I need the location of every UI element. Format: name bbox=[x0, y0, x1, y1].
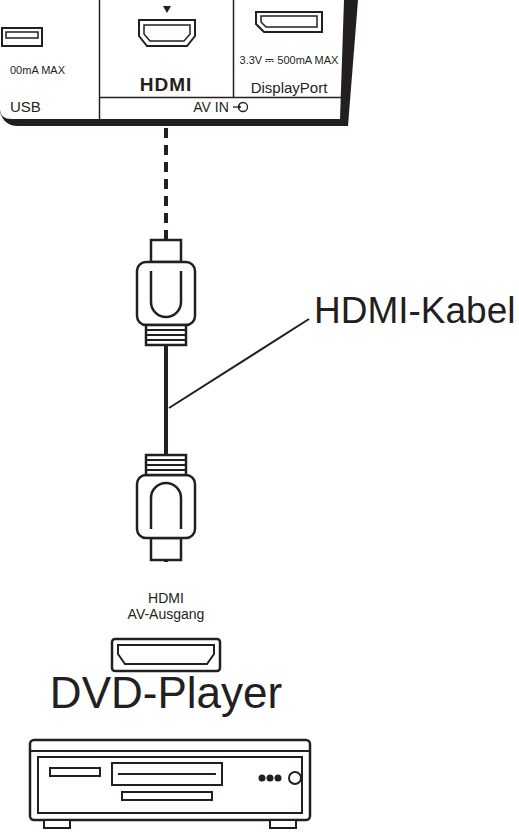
hdmi-plug bbox=[137, 240, 195, 345]
node-text: 3.3V ⎓ 500mA MAX bbox=[240, 54, 339, 67]
node-text: DVD-Player bbox=[50, 668, 282, 719]
dvd-player bbox=[30, 740, 310, 828]
input-band: AV IN bbox=[100, 99, 342, 115]
node-text: USB bbox=[10, 98, 41, 115]
port-cell: 3.3V ⎓ 500mA MAX DisplayPort bbox=[236, 54, 342, 96]
port-cell: HDMI bbox=[102, 74, 230, 96]
terminal-panel bbox=[0, 0, 358, 126]
output-port-label: HDMI AV-Ausgang bbox=[116, 590, 216, 622]
hdmi-plug bbox=[137, 455, 195, 560]
usb-port bbox=[2, 28, 42, 46]
node-text: DisplayPort bbox=[251, 79, 328, 96]
node-text: HDMI AV-Ausgang bbox=[128, 590, 205, 622]
cable-dashed bbox=[164, 128, 168, 240]
device-label: DVD-Player bbox=[0, 668, 332, 719]
node-text: HDMI bbox=[140, 74, 193, 96]
hdmi-output-port bbox=[112, 639, 220, 671]
leader-line bbox=[169, 319, 309, 408]
hdmi-port bbox=[139, 20, 195, 46]
node-text: 00mA MAX bbox=[10, 64, 65, 77]
node-text: AV IN bbox=[193, 99, 249, 115]
cable-label: HDMI-Kabel bbox=[314, 290, 516, 333]
displayport-port bbox=[256, 12, 322, 32]
input-symbol bbox=[233, 101, 249, 113]
port-cell: 00mA MAX USB bbox=[10, 64, 98, 115]
